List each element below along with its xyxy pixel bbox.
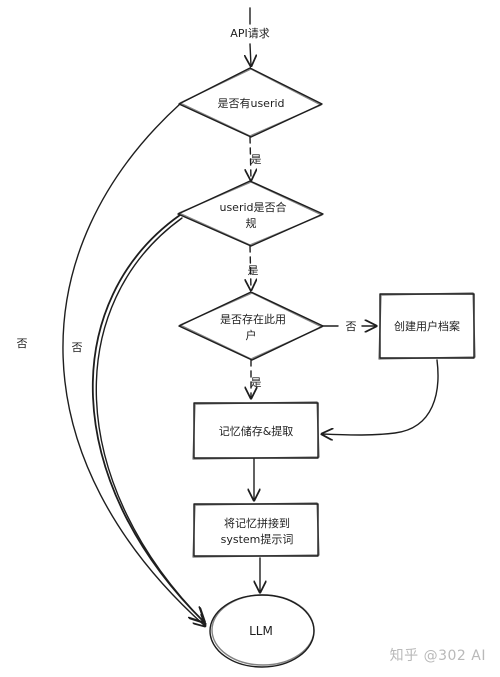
terminal-llm-label: LLM [249,624,273,638]
edge-label-yes-2: 是 [248,264,259,277]
process-memory-concat: 将记忆拼接到 system提示词 [192,502,320,558]
process-memory-store-label: 记忆储存&提取 [219,424,294,438]
decision-userid-valid-label-2: 规 [246,216,257,230]
decision-user-exists-label-1: 是否存在此用 [220,312,286,326]
decision-has-userid: 是否有userid [178,67,323,138]
decision-user-exists: 是否存在此用 户 [178,291,324,361]
process-create-profile-label: 创建用户档案 [394,319,460,333]
edge-userid-valid-no [92,214,204,622]
decision-userid-valid: userid是否合 规 [177,180,324,247]
process-memory-concat-label-1: 将记忆拼接到 [224,516,290,530]
edge-has-userid-no [62,103,205,626]
edge-userid-valid-yes [250,245,251,290]
edge-has-userid-yes [250,136,251,180]
decision-userid-valid-label-1: userid是否合 [219,200,286,214]
edge-userid-valid-no-sketch [95,217,207,625]
decision-has-userid-label: 是否有userid [217,96,284,110]
edge-label-no-2: 否 [72,341,83,354]
process-create-profile: 创建用户档案 [378,292,476,360]
process-memory-store: 记忆储存&提取 [192,401,320,460]
edge-label-yes-3: 是 [251,376,262,389]
process-memory-concat-label-2: system提示词 [221,533,294,546]
terminal-llm: LLM [209,594,315,668]
edge-start-to-has-userid [250,43,251,66]
edge-label-yes-1: 是 [251,153,262,166]
edge-label-no-1: 否 [17,337,28,350]
decision-user-exists-label-2: 户 [246,328,257,342]
edge-create-to-memory [322,359,439,435]
edge-label-no-3: 否 [346,320,357,333]
start-label: API请求 [230,27,269,40]
watermark: 知乎 @302 AI [389,648,486,664]
